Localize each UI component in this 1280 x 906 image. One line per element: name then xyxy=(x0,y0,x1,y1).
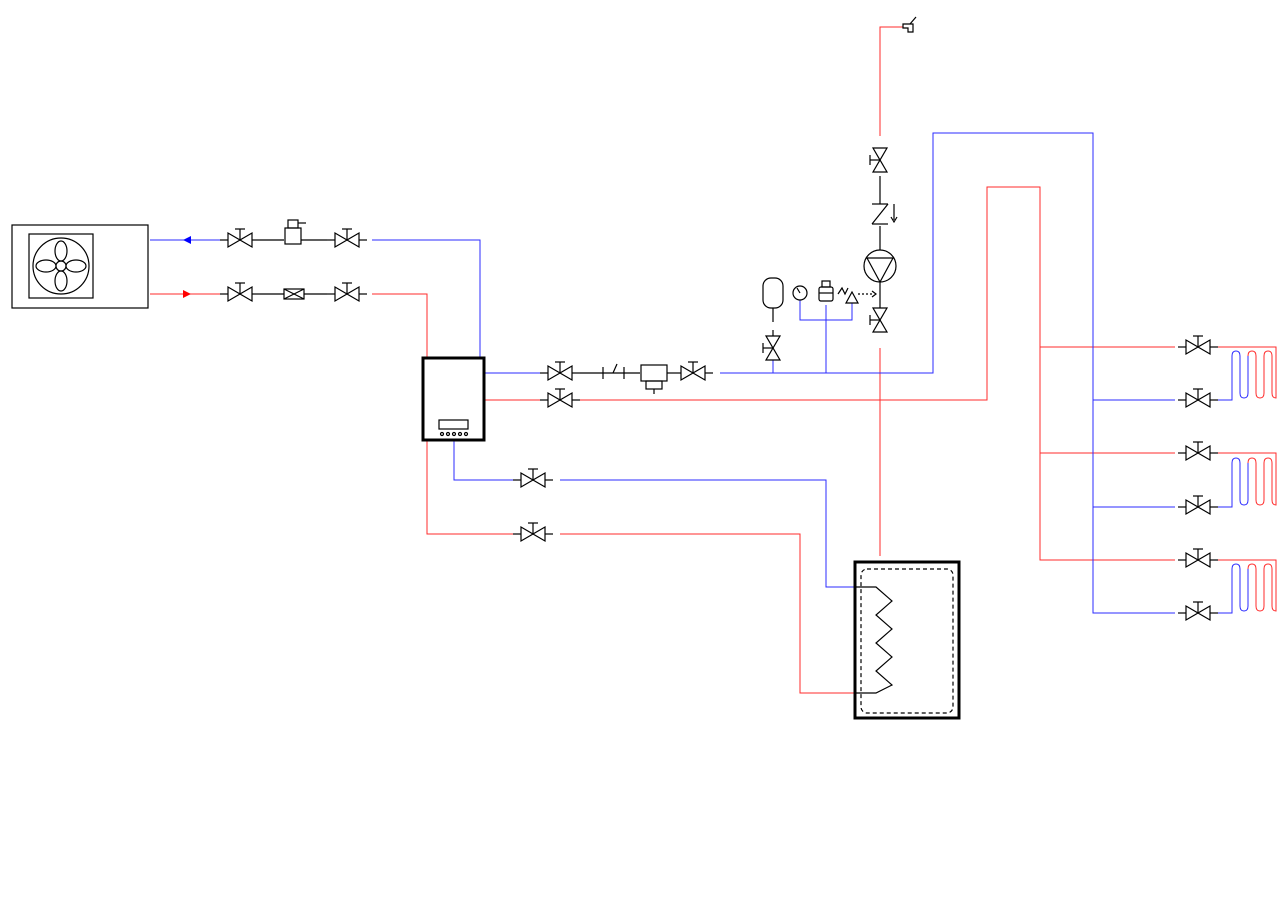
vessel-icon xyxy=(762,277,784,336)
ball-valve-icon[interactable] xyxy=(1177,441,1219,461)
pump-icon xyxy=(863,226,897,308)
ball-valve-icon[interactable] xyxy=(219,228,261,248)
ball-valve-icon[interactable] xyxy=(1177,335,1219,355)
indoor-unit xyxy=(421,356,486,442)
safety-valve-icon xyxy=(837,286,877,304)
flow-switch-icon xyxy=(580,363,640,379)
ball-valve-icon[interactable] xyxy=(219,282,261,302)
ball-valve-icon[interactable] xyxy=(1177,388,1219,408)
tap-icon xyxy=(902,16,917,33)
ball-valve-icon[interactable] xyxy=(869,147,888,173)
coil-icon xyxy=(855,586,894,694)
ball-valve-icon[interactable] xyxy=(1177,601,1219,621)
floor-loop-icon xyxy=(1218,346,1277,401)
ball-valve-icon[interactable] xyxy=(539,388,581,408)
return-arrow-icon xyxy=(183,236,191,244)
fan-icon xyxy=(32,237,90,295)
ball-valve-icon[interactable] xyxy=(326,228,368,248)
ball-valve-icon[interactable] xyxy=(512,468,554,488)
ball-valve-icon[interactable] xyxy=(1177,548,1219,568)
ball-valve-icon[interactable] xyxy=(539,361,581,381)
strainer-icon xyxy=(260,288,327,300)
ball-valve-icon[interactable] xyxy=(1177,495,1219,515)
ball-valve-icon[interactable] xyxy=(762,335,781,361)
outdoor-unit xyxy=(11,224,149,309)
supply-arrow-icon xyxy=(183,290,191,298)
supply-pipes xyxy=(150,26,1175,694)
return-pipes xyxy=(150,132,1175,614)
filter-icon xyxy=(260,219,327,245)
floor-loop-icon xyxy=(1218,452,1277,508)
ball-valve-icon[interactable] xyxy=(672,361,714,381)
dhw-tank xyxy=(853,560,961,720)
floor-loop-icon xyxy=(1218,559,1277,614)
check-valve-icon xyxy=(871,176,898,225)
ball-valve-icon[interactable] xyxy=(326,282,368,302)
ball-valve-icon[interactable] xyxy=(869,307,888,333)
magnetic-filter-icon xyxy=(640,364,673,394)
gauge-icon xyxy=(792,285,808,301)
air-vent-icon xyxy=(818,280,834,302)
ball-valve-icon[interactable] xyxy=(512,522,554,542)
